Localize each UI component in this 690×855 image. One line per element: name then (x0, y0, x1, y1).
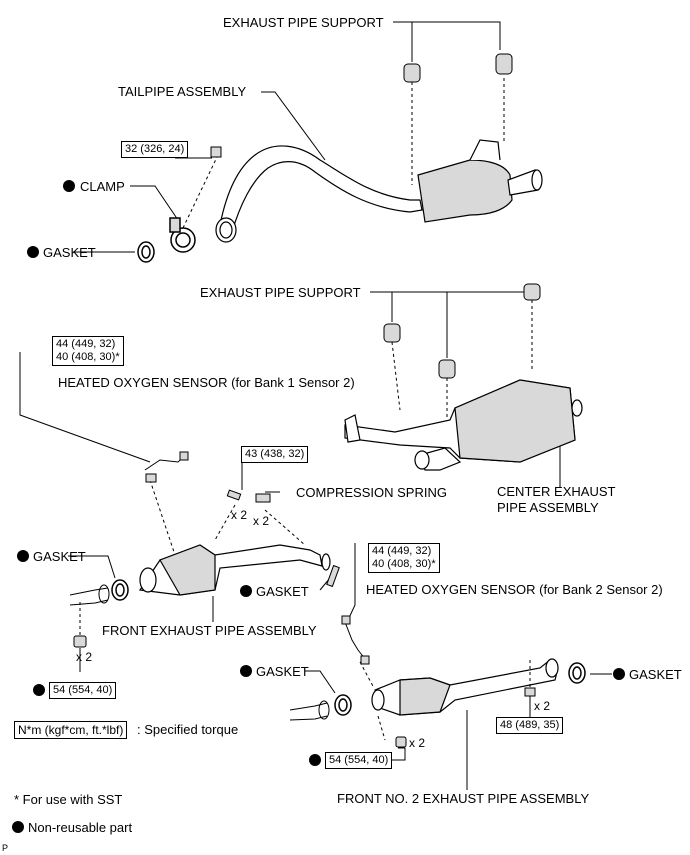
non-reusable-icon (240, 665, 252, 677)
non-reusable-icon (27, 246, 39, 258)
non-reusable-icon (309, 754, 321, 766)
gasket-center-part (326, 564, 340, 588)
torque-spring-bolt: 43 (438, 32) (241, 446, 309, 463)
gasket-center-label: GASKET (256, 584, 309, 599)
front-exhaust-pipe-assembly (138, 544, 331, 596)
exhaust-pipe-support-top-label: EXHAUST PIPE SUPPORT (223, 15, 384, 30)
rear-bolt-part (524, 687, 536, 697)
tailpipe-assembly (215, 139, 543, 243)
hos-bank2-label: HEATED OXYGEN SENSOR (for Bank 2 Sensor … (366, 582, 663, 597)
gasket-right-part (568, 662, 586, 684)
non-reusable-icon (240, 585, 252, 597)
torque-front-nut: 54 (554, 40) (49, 682, 117, 699)
torque-clamp-bolt: 32 (326, 24) (121, 141, 189, 158)
gasket-top-part (137, 241, 155, 263)
torque-rear-bolt: 48 (489, 35) (496, 717, 564, 734)
torque-hos-bank1-a: 44 (449, 32) (56, 338, 116, 350)
no2-nut-part (395, 736, 407, 748)
leader-support-top (393, 21, 501, 50)
center-exhaust-label-2: PIPE ASSEMBLY (497, 500, 599, 515)
x2-nut-left-label: x 2 (76, 650, 93, 664)
torque-hos-bank2-a: 44 (449, 32) (372, 545, 432, 557)
legend-non-reusable: Non-reusable part (28, 820, 133, 835)
pipe-stub-lower (289, 700, 330, 721)
front-exhaust-pipe-label: FRONT EXHAUST PIPE ASSEMBLY (102, 623, 317, 638)
hos-bank1-label: HEATED OXYGEN SENSOR (for Bank 1 Sensor … (58, 375, 355, 390)
clamp-bolt (210, 146, 222, 158)
hos-bank1-sensor (144, 451, 189, 483)
gasket-lower-left-label: GASKET (256, 664, 309, 679)
gasket-top-label: GASKET (43, 245, 96, 260)
x2-nut-right-label: x 2 (534, 699, 551, 713)
center-exhaust-pipe-assembly (344, 379, 583, 471)
compression-spring-label: COMPRESSION SPRING (296, 485, 447, 500)
x2-bolt-label: x 2 (231, 508, 248, 522)
x2-spring-label: x 2 (253, 514, 270, 528)
gasket-left-part (111, 579, 129, 601)
legend-torque-text: : Specified torque (137, 722, 239, 737)
clamp-part (169, 217, 196, 253)
non-reusable-icon (63, 180, 75, 192)
non-reusable-icon (12, 821, 24, 833)
non-reusable-icon (613, 668, 625, 680)
exhaust-pipe-support-mid-parts (383, 283, 541, 379)
corner-letter: P (2, 843, 9, 853)
gasket-right-label: GASKET (629, 667, 682, 682)
torque-no2-nut: 54 (554, 40) (325, 752, 393, 769)
center-exhaust-label-1: CENTER EXHAUST (497, 484, 616, 499)
exhaust-pipe-support-mid-label: EXHAUST PIPE SUPPORT (200, 285, 361, 300)
torque-hos-bank1-b: 40 (408, 30)* (56, 351, 120, 363)
torque-hos-bank2: 44 (449, 32) 40 (408, 30)* (368, 543, 440, 573)
non-reusable-icon (33, 684, 45, 696)
spring-bolt-part (226, 489, 271, 503)
gasket-lower-left-part (334, 694, 352, 716)
legend-sst-note: * For use with SST (14, 792, 123, 807)
non-reusable-icon (17, 550, 29, 562)
torque-hos-bank1: 44 (449, 32) 40 (408, 30)* (52, 336, 124, 366)
clamp-label: CLAMP (80, 179, 125, 194)
legend-torque-unit: N*m (kgf*cm, ft.*lbf) (14, 721, 128, 739)
front-no2-exhaust-label: FRONT NO. 2 EXHAUST PIPE ASSEMBLY (337, 791, 590, 806)
pipe-stub-left (69, 584, 110, 606)
front-nut-part (73, 635, 87, 648)
x2-nut-lower-label: x 2 (409, 736, 426, 750)
torque-hos-bank2-b: 40 (408, 30)* (372, 558, 436, 570)
exhaust-pipe-support-top-parts (403, 53, 513, 83)
tailpipe-assembly-label: TAILPIPE ASSEMBLY (118, 84, 247, 99)
hos-bank2-sensor (341, 615, 370, 665)
front-no2-exhaust-pipe-assembly (371, 658, 559, 716)
gasket-left-label: GASKET (33, 549, 86, 564)
